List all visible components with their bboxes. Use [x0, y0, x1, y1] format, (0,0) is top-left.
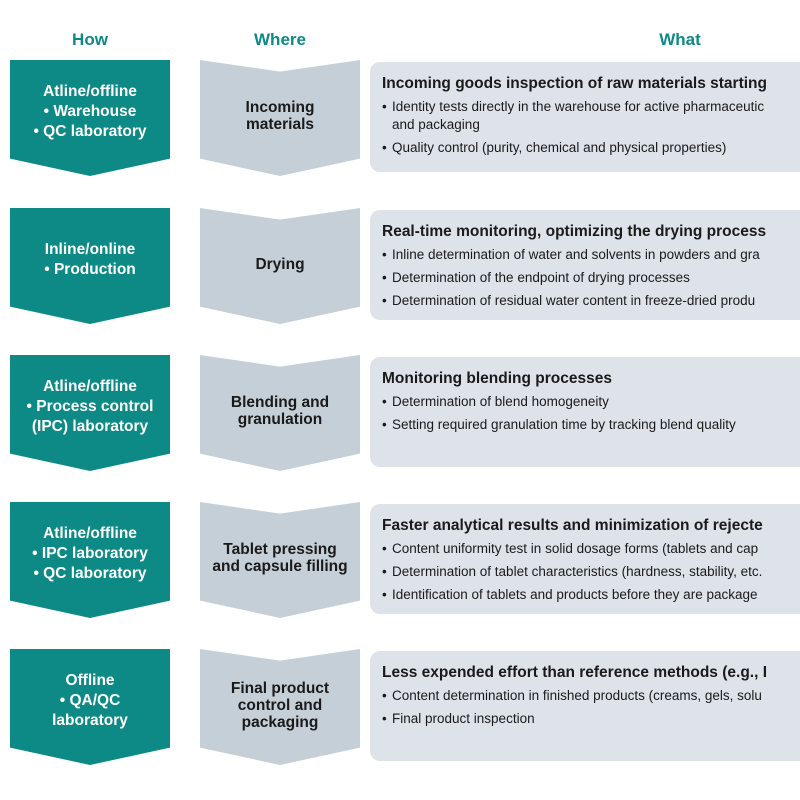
- what-bullet-item: • Setting required granulation time by tr…: [382, 416, 800, 434]
- how-line: (IPC) laboratory: [31, 418, 149, 435]
- what-panel: Incoming goods inspection of raw materia…: [370, 62, 800, 172]
- bullet-dot: •: [382, 564, 387, 579]
- where-line: Incoming: [245, 99, 315, 116]
- how-line: Inline/online: [44, 241, 136, 258]
- what-panel: Faster analytical results and minimizati…: [370, 504, 800, 614]
- bullet-text: Identity tests directly in the warehouse…: [392, 99, 765, 114]
- where-line: control and: [237, 696, 323, 714]
- bullet-dot: •: [382, 270, 387, 285]
- where-line: and capsule filling: [212, 558, 348, 575]
- process-row: Atline/offline • Warehouse • QC laboratory…: [0, 60, 800, 180]
- what-bullet-list: • Identity tests directly in the warehous…: [382, 98, 800, 157]
- what-title: Faster analytical results and minimizati…: [382, 517, 763, 534]
- bullet-text: Setting required granulation time by tra…: [392, 417, 736, 432]
- bullet-text: Quality control (purity, chemical and ph…: [392, 140, 727, 155]
- what-panel: Real-time monitoring, optimizing the dry…: [370, 210, 800, 320]
- what-bullet-list: • Inline determination of water and solve…: [382, 246, 800, 310]
- bullet-dot: •: [382, 541, 387, 556]
- process-row: Atline/offline • Process control (IPC) lab…: [0, 355, 800, 475]
- how-line: • Warehouse: [43, 103, 137, 120]
- header-where: Where: [254, 30, 306, 49]
- how-line: laboratory: [52, 712, 128, 729]
- process-row: Atline/offline • IPC laboratory • QC labor…: [0, 502, 800, 622]
- what-bullet-item: • Determination of residual water content…: [382, 292, 800, 310]
- how-line: Offline: [65, 672, 115, 689]
- where-line: Drying: [255, 255, 305, 273]
- how-line: • Production: [44, 261, 136, 278]
- what-bullet-list: • Content uniformity test in solid dosage…: [382, 540, 800, 604]
- what-bullet-item: • Determination of the endpoint of drying…: [382, 269, 800, 287]
- bullet-dot: •: [382, 394, 387, 409]
- what-title: Real-time monitoring, optimizing the dry…: [382, 223, 767, 240]
- bullet-dot: •: [382, 417, 387, 432]
- where-line: granulation: [237, 411, 323, 428]
- bullet-text: Content determination in finished produc…: [392, 688, 762, 703]
- where-line: Blending and: [230, 394, 330, 411]
- how-arrow: Inline/online • Production: [10, 208, 170, 324]
- how-arrow: Offline • QA/QC laboratory: [10, 649, 170, 765]
- bullet-dot: •: [382, 688, 387, 703]
- how-arrow: Atline/offline • IPC laboratory • QC labor…: [10, 502, 170, 618]
- how-line: Atline/offline: [43, 378, 137, 395]
- what-panel: Less expended effort than reference meth…: [370, 651, 800, 761]
- what-bullet-item: • Determination of tablet characteristics…: [382, 563, 800, 581]
- bullet-text: Identification of tablets and products b…: [392, 587, 758, 602]
- what-panel: Monitoring blending processes • Determinat…: [370, 357, 800, 467]
- bullet-text: Determination of blend homogeneity: [392, 394, 609, 409]
- what-bullet-list: • Content determination in finished produ…: [382, 687, 800, 728]
- bullet-dot: •: [382, 711, 387, 726]
- bullet-dot: •: [382, 587, 387, 602]
- what-bullet-item: • Final product inspection: [382, 710, 800, 728]
- bullet-text: Final product inspection: [392, 711, 535, 726]
- bullet-dot: •: [382, 247, 387, 262]
- how-arrow: Atline/offline • Warehouse • QC laboratory: [10, 60, 170, 176]
- how-arrow: Atline/offline • Process control (IPC) lab…: [10, 355, 170, 471]
- header-what: What: [659, 30, 701, 49]
- what-bullet-list: • Determination of blend homogeneity • Sett…: [382, 393, 800, 434]
- bullet-text: and packaging: [392, 117, 480, 132]
- what-bullet-item: • Content determination in finished produ…: [382, 687, 800, 705]
- process-row: Inline/online • Production Drying Real-time…: [0, 208, 800, 328]
- bullet-dot: •: [382, 293, 387, 308]
- bullet-text: Determination of tablet characteristics …: [392, 564, 763, 579]
- what-bullet-item: • Inline determination of water and solve…: [382, 246, 800, 264]
- bullet-text: Determination of the endpoint of drying …: [392, 270, 690, 285]
- what-bullet-item: • Identity tests directly in the warehous…: [382, 98, 800, 134]
- how-line: • QA/QC: [59, 692, 121, 709]
- how-line: Atline/offline: [43, 83, 137, 100]
- where-line: packaging: [241, 713, 319, 731]
- what-bullet-item: • Determination of blend homogeneity: [382, 393, 800, 411]
- where-line: materials: [245, 116, 315, 133]
- how-line: Atline/offline: [43, 525, 137, 542]
- what-title: Incoming goods inspection of raw materia…: [382, 75, 767, 92]
- bullet-text: Content uniformity test in solid dosage …: [392, 541, 759, 556]
- how-line: • Process control: [26, 398, 154, 415]
- what-bullet-item: • Content uniformity test in solid dosage…: [382, 540, 800, 558]
- where-chevron: Drying: [200, 208, 360, 324]
- where-line: Final product: [230, 679, 330, 697]
- bullet-text: Determination of residual water content …: [392, 293, 756, 308]
- where-line: Tablet pressing: [223, 541, 337, 558]
- what-title: Monitoring blending processes: [382, 370, 612, 387]
- how-line: • QC laboratory: [33, 123, 147, 140]
- bullet-dot: •: [382, 140, 387, 155]
- bullet-text: Inline determination of water and solven…: [392, 247, 760, 262]
- what-bullet-item: • Quality control (purity, chemical and p…: [382, 139, 800, 157]
- bullet-dot: •: [382, 99, 387, 114]
- what-title: Less expended effort than reference meth…: [382, 664, 768, 681]
- what-bullet-item: • Identification of tablets and products …: [382, 586, 800, 604]
- how-line: • QC laboratory: [33, 565, 147, 582]
- header-how: How: [72, 30, 108, 49]
- how-line: • IPC laboratory: [32, 545, 148, 562]
